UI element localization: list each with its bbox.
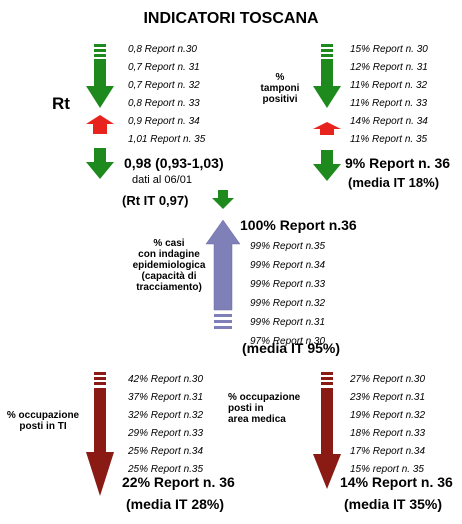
ti-label: % occupazione posti in TI bbox=[6, 410, 80, 432]
tamponi-trend-down-arrow-icon bbox=[313, 44, 341, 108]
area-medica-current-value: 14% Report n. 36 bbox=[340, 474, 453, 490]
list-item: 99% Report n.31 bbox=[250, 317, 326, 328]
rt-italy-value: (Rt IT 0,97) bbox=[122, 193, 189, 208]
list-item: 99% Report n.32 bbox=[250, 298, 326, 309]
list-item: 0,7 Report n. 31 bbox=[128, 62, 200, 73]
tamponi-up-arrow-icon bbox=[313, 122, 341, 135]
tracciamento-italy-value: (media IT 95%) bbox=[242, 340, 341, 356]
tamponi-label: % tamponi positivi bbox=[260, 72, 300, 105]
list-item: 99% Report n.34 bbox=[250, 260, 326, 271]
area-medica-trend-down-arrow-icon bbox=[313, 372, 341, 489]
ti-italy-value: (media IT 28%) bbox=[126, 496, 225, 512]
tracciamento-label: % casi con indagine epidemiologica (capa… bbox=[132, 238, 206, 293]
ti-report-list: 42% Report n.30 37% Report n.31 32% Repo… bbox=[128, 371, 203, 479]
list-item: 18% Report n.33 bbox=[350, 428, 426, 439]
list-item: 0,9 Report n. 34 bbox=[128, 116, 200, 127]
area-medica-report-list: 27% Report n.30 23% Report n.31 19% Repo… bbox=[350, 371, 425, 479]
list-item: 29% Report n.33 bbox=[128, 428, 204, 439]
area-medica-label: % occupazione posti in area medica bbox=[228, 392, 301, 425]
list-item: 97% Report n.30 bbox=[250, 336, 326, 347]
list-item: 15% Report n. 30 bbox=[350, 44, 428, 55]
list-item: 25% Report n.35 bbox=[128, 464, 204, 475]
list-item: 11% Report n. 32 bbox=[350, 80, 428, 91]
rt-current-value: 0,98 (0,93-1,03) bbox=[124, 155, 224, 171]
list-item: 37% Report n.31 bbox=[128, 392, 204, 403]
ti-current-value: 22% Report n. 36 bbox=[122, 474, 235, 490]
rt-italy-down-arrow-icon bbox=[212, 190, 234, 209]
tracciamento-up-arrow-icon bbox=[205, 219, 241, 329]
list-item: 17% Report n.34 bbox=[350, 446, 426, 457]
list-item: 99% Report n.35 bbox=[250, 241, 326, 252]
list-item: 0,8 Report n. 33 bbox=[128, 98, 200, 109]
tamponi-report-list: 15% Report n. 30 12% Report n. 31 11% Re… bbox=[350, 41, 428, 149]
rt-current-down-arrow-icon bbox=[86, 148, 114, 179]
list-item: 23% Report n.31 bbox=[350, 392, 426, 403]
page-title: INDICATORI TOSCANA bbox=[143, 10, 319, 27]
list-item: 25% Report n.34 bbox=[128, 446, 204, 457]
list-item: 0,8 Report n.30 bbox=[128, 44, 197, 55]
rt-up-arrow-icon bbox=[86, 115, 114, 134]
tracciamento-report-list: 99% Report n.35 99% Report n.34 99% Repo… bbox=[250, 237, 325, 351]
list-item: 11% Report n. 33 bbox=[350, 98, 428, 109]
list-item: 14% Report n. 34 bbox=[350, 116, 428, 127]
rt-date-note: dati al 06/01 bbox=[132, 174, 192, 186]
tamponi-current-value: 9% Report n. 36 bbox=[345, 155, 451, 171]
tracciamento-current-value: 100% Report n.36 bbox=[240, 217, 357, 233]
list-item: 12% Report n. 31 bbox=[350, 62, 428, 73]
rt-report-list: 0,8 Report n.30 0,7 Report n. 31 0,7 Rep… bbox=[128, 41, 205, 149]
tamponi-current-down-arrow-icon bbox=[313, 150, 341, 181]
area-medica-italy-value: (media IT 35%) bbox=[344, 496, 443, 512]
rt-label: Rt bbox=[52, 94, 70, 113]
tamponi-italy-value: (media IT 18%) bbox=[348, 175, 440, 190]
list-item: 0,7 Report n. 32 bbox=[128, 80, 200, 91]
list-item: 19% Report n.32 bbox=[350, 410, 426, 421]
list-item: 11% Report n. 35 bbox=[350, 134, 428, 145]
list-item: 42% Report n.30 bbox=[128, 374, 204, 385]
list-item: 1,01 Report n. 35 bbox=[128, 134, 206, 145]
list-item: 27% Report n.30 bbox=[350, 374, 426, 385]
rt-trend-down-arrow-icon bbox=[86, 44, 114, 108]
ti-trend-down-arrow-icon bbox=[86, 372, 114, 496]
list-item: 32% Report n.32 bbox=[128, 410, 204, 421]
list-item: 99% Report n.33 bbox=[250, 279, 326, 290]
list-item: 15% report n. 35 bbox=[350, 464, 424, 475]
